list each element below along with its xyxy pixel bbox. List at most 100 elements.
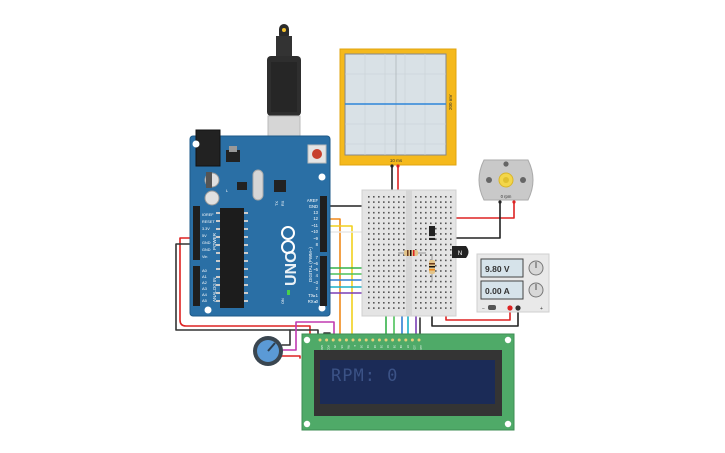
breadboard-hole[interactable] (445, 227, 447, 230)
breadboard-hole[interactable] (425, 275, 427, 278)
breadboard-hole[interactable] (415, 243, 417, 246)
breadboard-hole[interactable] (388, 259, 390, 262)
breadboard-hole[interactable] (403, 307, 405, 309)
breadboard-hole[interactable] (445, 280, 447, 283)
breadboard-hole[interactable] (398, 227, 400, 230)
breadboard-hole[interactable] (378, 302, 380, 304)
breadboard-hole[interactable] (373, 238, 375, 240)
breadboard-hole[interactable] (368, 307, 370, 309)
breadboard-hole[interactable] (415, 275, 417, 278)
breadboard-hole[interactable] (403, 264, 405, 267)
breadboard-hole[interactable] (388, 302, 390, 304)
breadboard-hole[interactable] (450, 211, 452, 214)
breadboard-hole[interactable] (415, 206, 417, 209)
breadboard-hole[interactable] (383, 302, 385, 304)
breadboard-hole[interactable] (398, 275, 400, 278)
breadboard-hole[interactable] (378, 259, 380, 262)
breadboard-hole[interactable] (393, 264, 395, 267)
breadboard-hole[interactable] (435, 296, 437, 299)
breadboard-hole[interactable] (415, 211, 417, 214)
breadboard-hole[interactable] (440, 291, 442, 293)
breadboard-hole[interactable] (420, 211, 422, 214)
breadboard-hole[interactable] (435, 275, 437, 278)
breadboard-hole[interactable] (398, 254, 400, 256)
breadboard-hole[interactable] (430, 222, 432, 225)
breadboard-hole[interactable] (430, 291, 432, 293)
breadboard-hole[interactable] (403, 217, 405, 219)
breadboard-hole[interactable] (430, 280, 432, 283)
breadboard-hole[interactable] (440, 302, 442, 304)
breadboard-hole[interactable] (435, 238, 437, 240)
breadboard-hole[interactable] (420, 243, 422, 246)
breadboard-hole[interactable] (398, 291, 400, 293)
breadboard-hole[interactable] (425, 243, 427, 246)
breadboard-hole[interactable] (445, 291, 447, 293)
lcd-pin[interactable] (358, 338, 362, 342)
breadboard-hole[interactable] (378, 307, 380, 309)
breadboard-hole[interactable] (383, 243, 385, 246)
breadboard-hole[interactable] (383, 275, 385, 278)
breadboard-hole[interactable] (445, 222, 447, 225)
breadboard-hole[interactable] (430, 201, 432, 203)
breadboard-hole[interactable] (445, 238, 447, 240)
breadboard-hole[interactable] (420, 286, 422, 288)
breadboard-hole[interactable] (398, 307, 400, 309)
terminal-red[interactable] (507, 305, 513, 311)
breadboard-hole[interactable] (383, 196, 385, 198)
diode[interactable] (429, 226, 435, 240)
breadboard-hole[interactable] (450, 270, 452, 272)
breadboard-hole[interactable] (450, 196, 452, 198)
breadboard-hole[interactable] (393, 291, 395, 293)
breadboard-hole[interactable] (450, 217, 452, 219)
breadboard-hole[interactable] (383, 259, 385, 262)
breadboard-hole[interactable] (393, 238, 395, 240)
breadboard-hole[interactable] (435, 286, 437, 288)
breadboard-hole[interactable] (445, 211, 447, 214)
breadboard-hole[interactable] (415, 307, 417, 309)
breadboard-hole[interactable] (368, 264, 370, 267)
breadboard-hole[interactable] (383, 201, 385, 203)
breadboard-hole[interactable] (403, 222, 405, 225)
lcd-pin[interactable] (397, 338, 401, 342)
resistor-horizontal[interactable] (398, 250, 426, 256)
breadboard-hole[interactable] (378, 217, 380, 219)
breadboard-hole[interactable] (435, 217, 437, 219)
breadboard-hole[interactable] (388, 291, 390, 293)
breadboard-hole[interactable] (450, 291, 452, 293)
breadboard-hole[interactable] (393, 302, 395, 304)
breadboard-hole[interactable] (445, 249, 447, 251)
breadboard-hole[interactable] (415, 238, 417, 240)
breadboard-hole[interactable] (403, 227, 405, 230)
breadboard-hole[interactable] (430, 307, 432, 309)
breadboard-hole[interactable] (425, 296, 427, 299)
voltage-knob[interactable] (528, 260, 544, 276)
breadboard-hole[interactable] (435, 291, 437, 293)
breadboard-hole[interactable] (378, 233, 380, 235)
wire-pot-magenta[interactable] (281, 321, 335, 351)
power-header[interactable] (193, 206, 200, 260)
breadboard-hole[interactable] (393, 227, 395, 230)
breadboard-hole[interactable] (420, 254, 422, 256)
breadboard-hole[interactable] (430, 211, 432, 214)
breadboard-hole[interactable] (415, 302, 417, 304)
breadboard-hole[interactable] (420, 280, 422, 283)
breadboard-hole[interactable] (440, 249, 442, 251)
breadboard-hole[interactable] (373, 286, 375, 288)
breadboard-hole[interactable] (440, 196, 442, 198)
wire-pot-black[interactable] (281, 329, 291, 346)
breadboard-hole[interactable] (398, 201, 400, 203)
breadboard-hole[interactable] (420, 275, 422, 278)
breadboard-hole[interactable] (403, 254, 405, 256)
breadboard-hole[interactable] (368, 280, 370, 283)
breadboard-hole[interactable] (378, 275, 380, 278)
breadboard-hole[interactable] (425, 196, 427, 198)
breadboard-hole[interactable] (425, 302, 427, 304)
breadboard-hole[interactable] (383, 307, 385, 309)
breadboard-hole[interactable] (425, 227, 427, 230)
breadboard-hole[interactable] (388, 254, 390, 256)
lcd-pin[interactable] (391, 338, 395, 342)
transistor[interactable]: N (452, 246, 469, 258)
breadboard-hole[interactable] (378, 280, 380, 283)
breadboard-hole[interactable] (373, 217, 375, 219)
breadboard-hole[interactable] (445, 264, 447, 267)
